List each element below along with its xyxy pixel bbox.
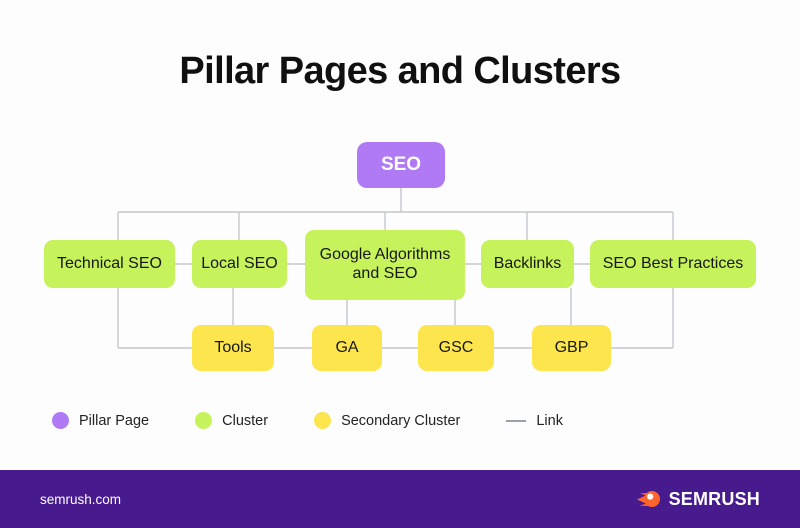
pillar-node-seo[interactable]: SEO: [357, 142, 445, 188]
footer-url[interactable]: semrush.com: [40, 491, 122, 507]
secondary-node-label: Tools: [214, 338, 252, 356]
cluster-node-label: Local SEO: [201, 254, 278, 272]
legend-item-link: Link: [506, 413, 563, 429]
cluster-node-label: Google Algorithms and SEO: [319, 246, 451, 282]
legend-label: Pillar Page: [79, 412, 150, 429]
secondary-cluster-swatch-icon: [314, 412, 332, 429]
footer-bar: semrush.com SEMRUSH: [0, 470, 800, 528]
secondary-node-label: GA: [335, 338, 359, 356]
secondary-node-label: GBP: [554, 338, 589, 356]
legend: Pillar Page Cluster Secondary Cluster Li…: [52, 412, 609, 429]
cluster-node-label: Technical SEO: [57, 254, 162, 272]
cluster-node-label: SEO Best Practices: [602, 254, 744, 272]
cluster-swatch-icon: [195, 412, 213, 429]
secondary-node-gsc[interactable]: GSC: [418, 325, 494, 371]
semrush-comet-icon: [636, 491, 660, 507]
cluster-node-label: Backlinks: [493, 254, 562, 272]
legend-label: Link: [536, 412, 563, 429]
secondary-node-label: GSC: [438, 338, 474, 356]
legend-label: Cluster: [222, 412, 269, 429]
cluster-node-technical-seo[interactable]: Technical SEO: [44, 240, 175, 288]
pillar-page-swatch-icon: [52, 412, 69, 429]
cluster-node-seo-best-practices[interactable]: SEO Best Practices: [590, 240, 756, 288]
cluster-node-google-algorithms-and-seo[interactable]: Google Algorithms and SEO: [305, 230, 465, 300]
brand-name: SEMRUSH: [668, 488, 760, 509]
page-title: Pillar Pages and Clusters: [179, 50, 621, 92]
cluster-node-local-seo[interactable]: Local SEO: [192, 240, 287, 288]
diagram-canvas: Pillar Pages and Clusters: [44, 50, 756, 429]
pillar-node-label: SEO: [380, 153, 422, 175]
legend-label: Secondary Cluster: [341, 412, 461, 429]
legend-item-pillar-page: Pillar Page: [52, 412, 149, 429]
link-line-icon: [506, 419, 527, 422]
legend-item-secondary-cluster: Secondary Cluster: [314, 412, 460, 429]
secondary-node-gbp[interactable]: GBP: [532, 325, 611, 371]
brand-lockup: SEMRUSH: [636, 488, 760, 510]
legend-item-cluster: Cluster: [195, 412, 268, 429]
cluster-node-backlinks[interactable]: Backlinks: [481, 240, 574, 288]
secondary-node-tools[interactable]: Tools: [192, 325, 274, 371]
secondary-node-ga[interactable]: GA: [312, 325, 382, 371]
